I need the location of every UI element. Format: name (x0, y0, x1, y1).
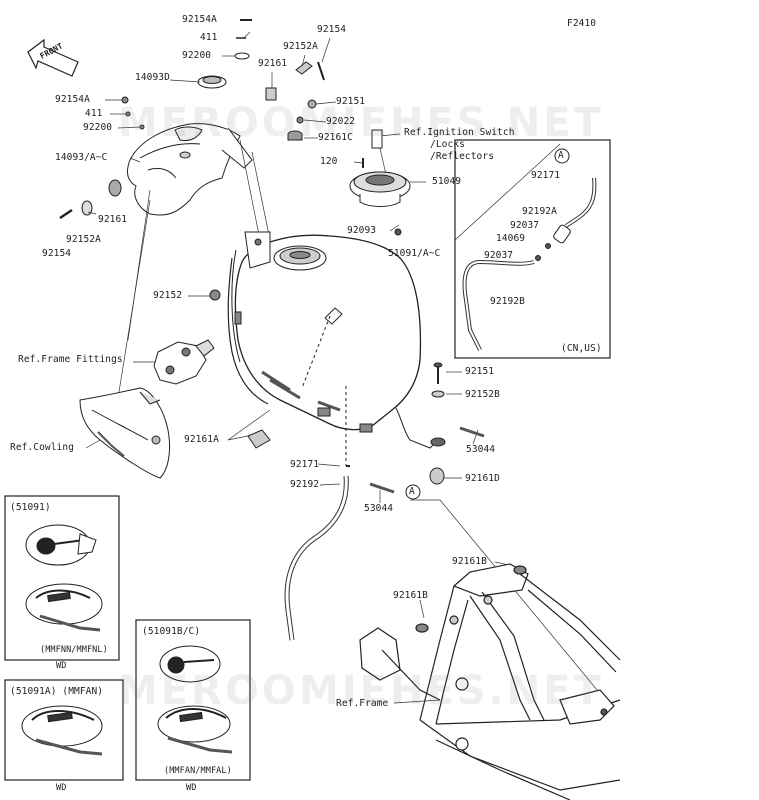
label-92152A-left: 92152A (66, 234, 101, 245)
inset-label-14069: 14069 (496, 233, 526, 244)
label-92022: 92022 (326, 116, 356, 127)
tank-variant-51091BC (157, 645, 233, 754)
leader-lines (85, 31, 613, 709)
ref-frame-fittings: Ref.Frame Fittings (18, 354, 123, 365)
label-92161-left: 92161 (98, 214, 128, 225)
inset-label-92037-a: 92037 (510, 220, 540, 231)
variant3-note: (MMFAN/MMFAL) (164, 766, 232, 776)
variant1-title: (51091) (10, 502, 51, 513)
ref-locks: /Locks (430, 139, 465, 150)
label-14093D: 14093D (135, 72, 170, 83)
callout-a-inset: A (558, 150, 564, 161)
small-fasteners (59, 19, 364, 301)
ref-reflectors: /Reflectors (430, 151, 495, 162)
label-411-left: 411 (85, 108, 103, 119)
label-92161B-left: 92161B (393, 590, 428, 601)
tank-variant-51091 (25, 524, 103, 632)
frame-fitting-drawing (153, 339, 215, 385)
label-14093AC: 14093/A~C (55, 152, 108, 163)
variant1-note: (MMFNN/MMFNL) (40, 645, 108, 655)
label-92152A-top: 92152A (283, 41, 318, 52)
inset-label-92171: 92171 (531, 170, 561, 181)
ref-cowling: Ref.Cowling (10, 442, 75, 453)
ref-ignition-switch: Ref.Ignition Switch (404, 127, 515, 138)
label-92200-top: 92200 (182, 50, 212, 61)
label-92152: 92152 (153, 290, 183, 301)
label-92154A-top: 92154A (182, 14, 217, 25)
mount-hardware (346, 362, 485, 494)
inset-region: (CN,US) (561, 343, 602, 354)
variant2-title: (51091A) (MMFAN) (10, 686, 104, 697)
ref-frame: Ref.Frame (336, 698, 389, 709)
variant1-wd: WD (56, 661, 67, 671)
label-92161-top: 92161 (258, 58, 288, 69)
fuel-tank-drawing (227, 231, 439, 466)
label-92161D: 92161D (465, 473, 500, 484)
figure-code: F2410 (567, 18, 597, 29)
label-92161C: 92161C (318, 132, 353, 143)
variant3-title: (51091B/C) (142, 626, 201, 637)
rubber-pad-drawing (247, 429, 271, 449)
label-51091AC: 51091/A~C (388, 248, 441, 259)
label-120: 120 (320, 156, 338, 167)
label-92200-left: 92200 (83, 122, 113, 133)
cowling-drawing (79, 387, 171, 479)
variant2-wd: WD (56, 783, 67, 793)
label-53044-right: 53044 (466, 444, 496, 455)
tank-variant-51091A (21, 705, 103, 756)
inset-label-92037-b: 92037 (484, 250, 514, 261)
label-92152B: 92152B (465, 389, 500, 400)
label-92154-top: 92154 (317, 24, 347, 35)
front-arrow-icon (27, 38, 79, 77)
tank-cover-drawing (127, 75, 253, 216)
inset-label-92192A: 92192A (522, 206, 557, 217)
callout-a-main: A (409, 486, 415, 497)
label-92154A-left: 92154A (55, 94, 90, 105)
label-92171: 92171 (290, 459, 320, 470)
evap-hose-drawing (462, 177, 597, 351)
label-411-top: 411 (200, 32, 218, 43)
filler-cap-drawing (349, 129, 411, 236)
watermark-bottom: MEROOMIEHES.NET (118, 668, 604, 714)
label-92161B-right: 92161B (452, 556, 487, 567)
label-92161A: 92161A (184, 434, 219, 445)
variant3-wd: WD (186, 783, 197, 793)
watermark-top: MEROOMIEHES.NET (118, 100, 604, 146)
label-92192: 92192 (290, 479, 320, 490)
label-92093: 92093 (347, 225, 377, 236)
label-53044-bottom: 53044 (364, 503, 394, 514)
frame-drawing (359, 563, 621, 800)
inset-label-92192B: 92192B (490, 296, 525, 307)
label-51049: 51049 (432, 176, 462, 187)
label-92151-right: 92151 (465, 366, 495, 377)
label-92154-left: 92154 (42, 248, 72, 259)
label-92151-top: 92151 (336, 96, 366, 107)
